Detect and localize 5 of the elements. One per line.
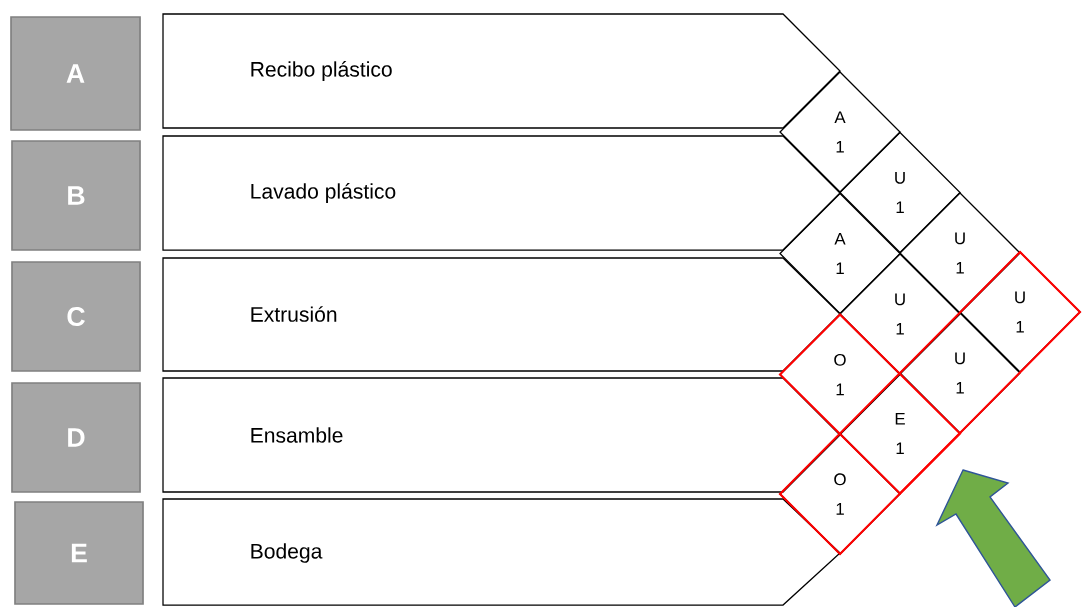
letter-box: D (11, 382, 141, 493)
letter-box: B (11, 140, 141, 251)
letter-box: A (10, 16, 141, 131)
letter-box: C (11, 261, 141, 372)
letter-box: E (14, 501, 144, 605)
